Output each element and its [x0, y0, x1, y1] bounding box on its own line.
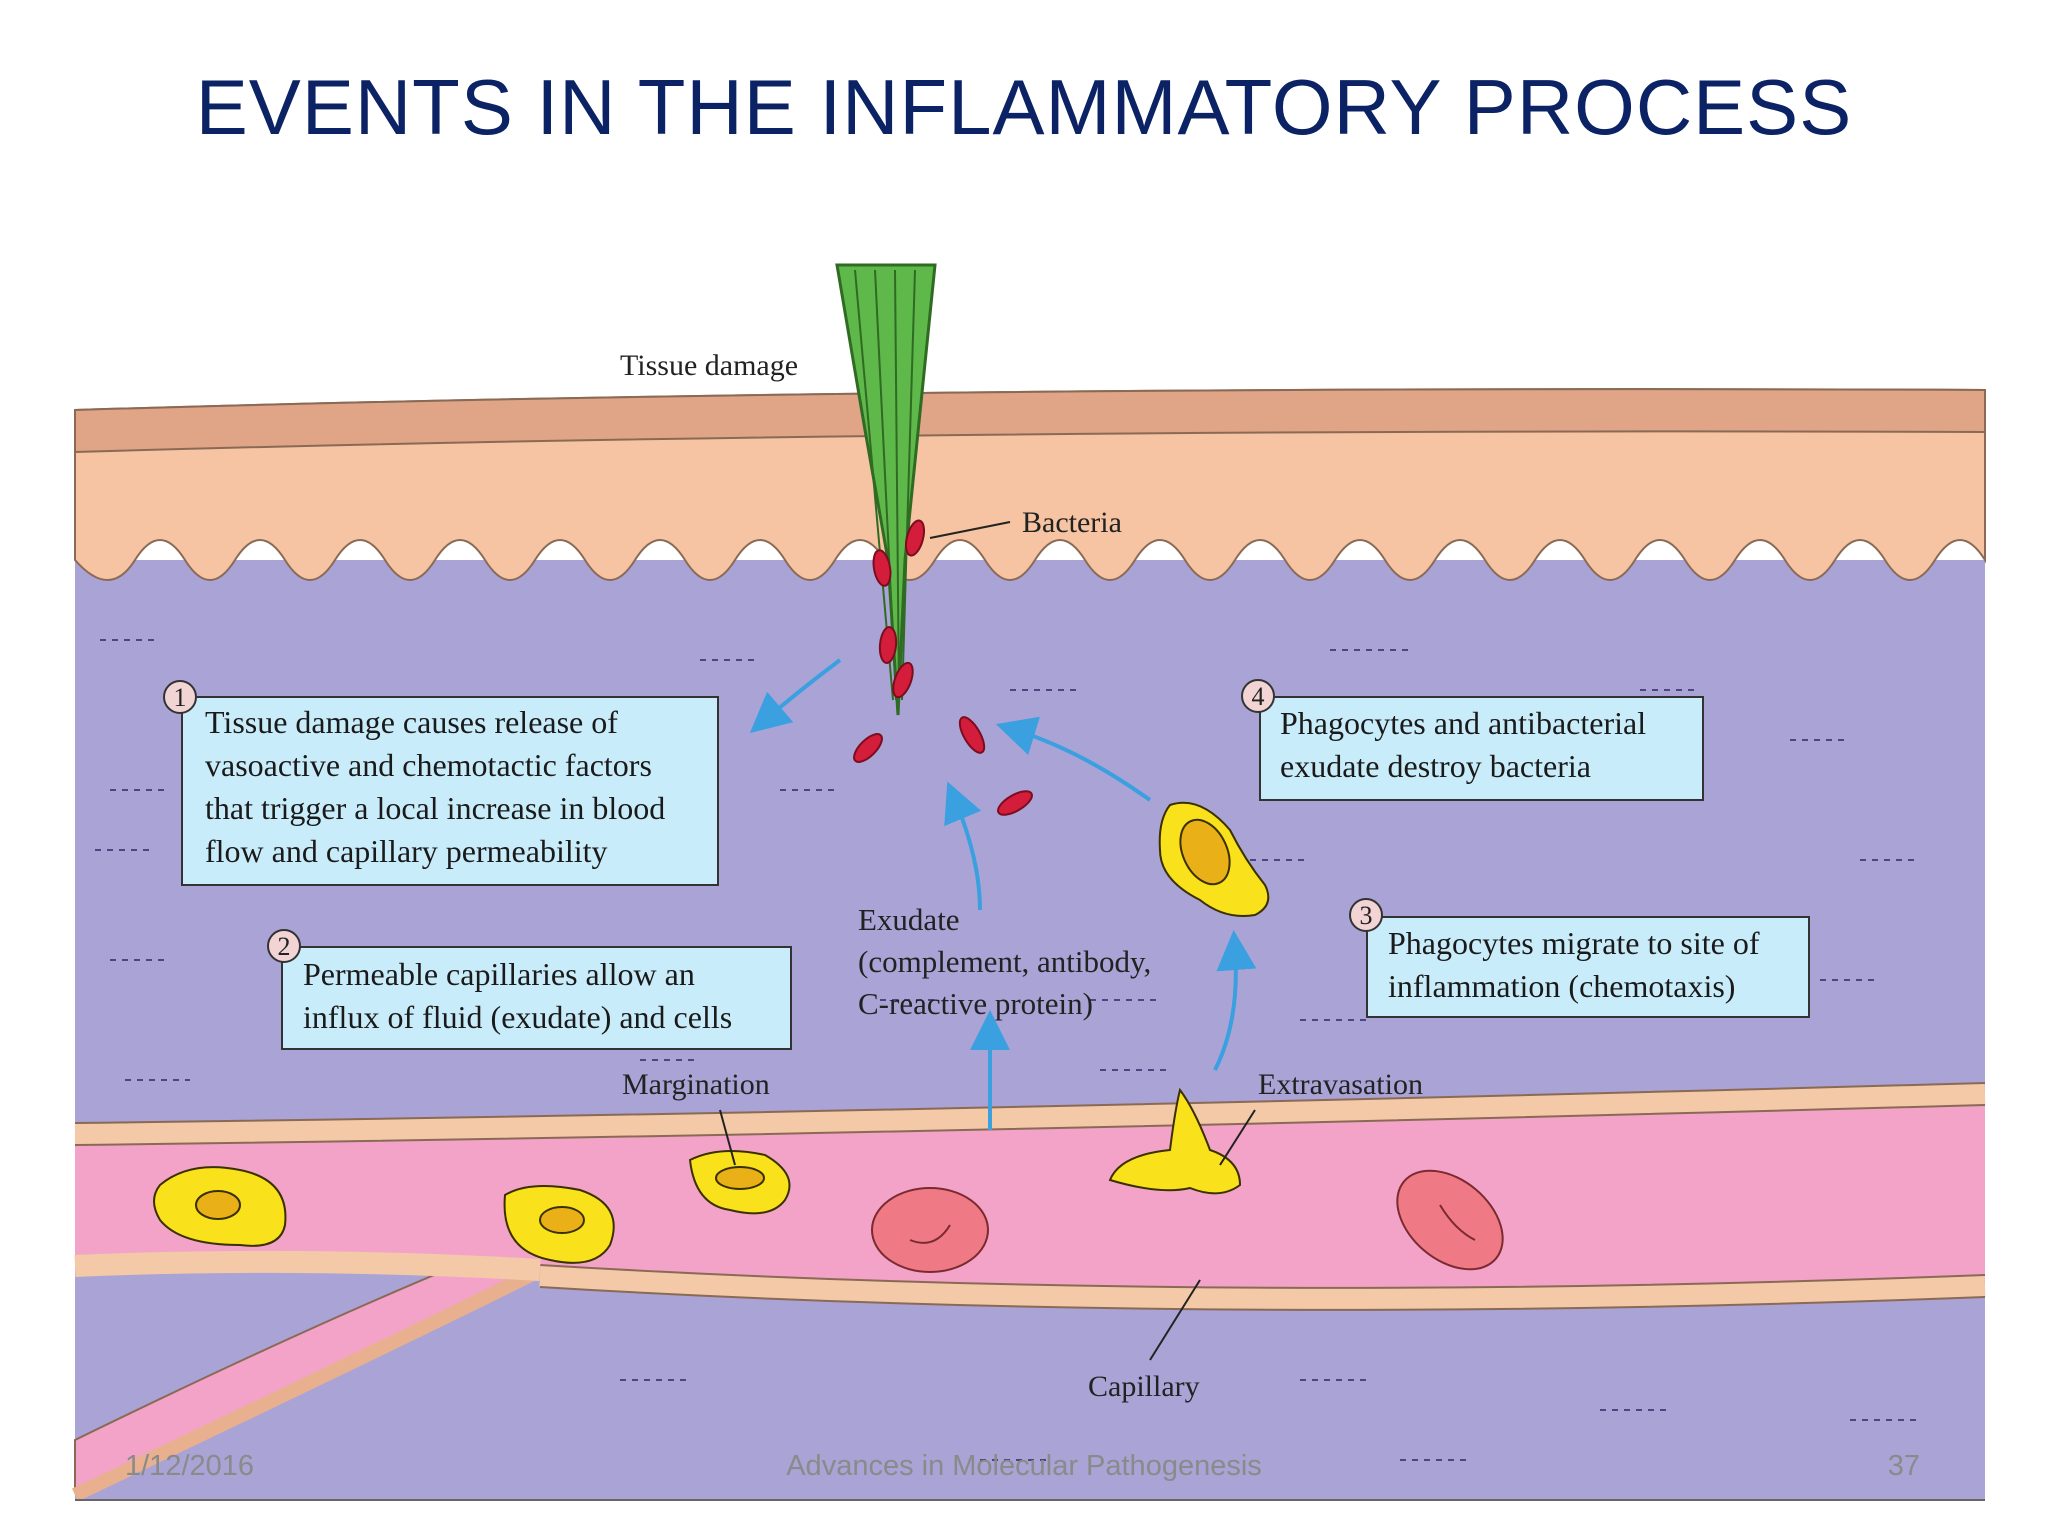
bacterium: [878, 626, 898, 664]
capillary-upper-wall-outline: [74, 1082, 1986, 1146]
bacterium: [904, 519, 926, 557]
capillary-left-wall: [74, 1250, 541, 1281]
footer-date: 1/12/2016: [125, 1450, 254, 1482]
step-2-text-line: Permeable capillaries allow an: [303, 956, 695, 992]
step-4-number: 4: [1252, 682, 1265, 711]
bacterium: [853, 733, 883, 763]
step-1-text-line: that trigger a local increase in blood: [205, 790, 665, 826]
step-4-marker: [1241, 679, 1275, 713]
footer-page-number: 37: [1888, 1450, 1920, 1482]
bacterium: [872, 549, 892, 587]
migration-arrow: [995, 716, 1152, 802]
step-1-text-line: flow and capillary permeability: [205, 833, 608, 869]
step-1-box: [181, 696, 719, 886]
capillary-upper-wall: [74, 1083, 1986, 1145]
step-3-text-line: inflammation (chemotaxis): [1388, 968, 1735, 1004]
capillary-branch-wall: [71, 1261, 549, 1502]
step-1-text-line: vasoactive and chemotactic factors: [205, 747, 652, 783]
blue-arrows: [749, 658, 1257, 1130]
label-tissue-damage: Tissue damage: [620, 349, 798, 382]
label-exudate-detail: (complement, antibody,: [858, 944, 1151, 979]
label-capillary: Capillary: [1088, 1370, 1200, 1403]
step-3-number: 3: [1360, 901, 1373, 930]
capillary-lower-wall-outline: [539, 1264, 1986, 1311]
step-1-text-line: Tissue damage causes release of: [205, 704, 618, 740]
label-bacteria: Bacteria: [1022, 506, 1122, 539]
label-exudate-detail: C-reactive protein): [858, 986, 1093, 1021]
step-1-number: 1: [174, 683, 187, 712]
bacterium: [997, 790, 1033, 816]
phagocyte-nucleus: [539, 1206, 585, 1234]
step-3-marker: [1349, 898, 1383, 932]
step-2-box: [281, 946, 792, 1050]
step-3-text-line: Phagocytes migrate to site of: [1388, 925, 1760, 961]
leader-lines: [719, 521, 1256, 1361]
splinter-grain: [854, 269, 916, 701]
step-2-marker: [267, 929, 301, 963]
step-3-box: [1366, 916, 1810, 1018]
step-1-marker: [163, 680, 197, 714]
step-4-box: [1259, 696, 1704, 801]
bacterium: [892, 661, 914, 699]
label-extravasation: Extravasation: [1258, 1068, 1423, 1101]
label-margination: Margination: [622, 1068, 770, 1101]
phagocyte-nucleus: [195, 1190, 241, 1220]
red-blood-cells: [871, 1169, 1504, 1273]
phagocyte-nucleus: [715, 1166, 765, 1190]
step-2-text-line: influx of fluid (exudate) and cells: [303, 999, 732, 1035]
capillary-lower-wall: [539, 1265, 1986, 1310]
phagocyte-cell: [1108, 1087, 1242, 1195]
phagocytes: [153, 801, 1270, 1264]
footer-course: Advances in Molecular Pathogenesis: [786, 1450, 1262, 1482]
bacteria-group: [853, 519, 1033, 816]
red-blood-cell: [871, 1187, 989, 1273]
exudate-arrow: [944, 781, 982, 911]
slide-title: EVENTS IN THE INFLAMMATORY PROCESS: [195, 63, 1853, 151]
release-arrow: [749, 658, 842, 734]
step-4-text-line: Phagocytes and antibacterial: [1280, 705, 1646, 741]
step-2-number: 2: [278, 932, 291, 961]
step-4-text-line: exudate destroy bacteria: [1280, 748, 1591, 784]
phagocyte-nucleus: [1179, 818, 1231, 886]
bacterium: [958, 716, 986, 754]
skin-surface: [74, 388, 1986, 454]
migration-arrow: [1213, 930, 1257, 1071]
label-exudate: Exudate: [858, 902, 960, 937]
